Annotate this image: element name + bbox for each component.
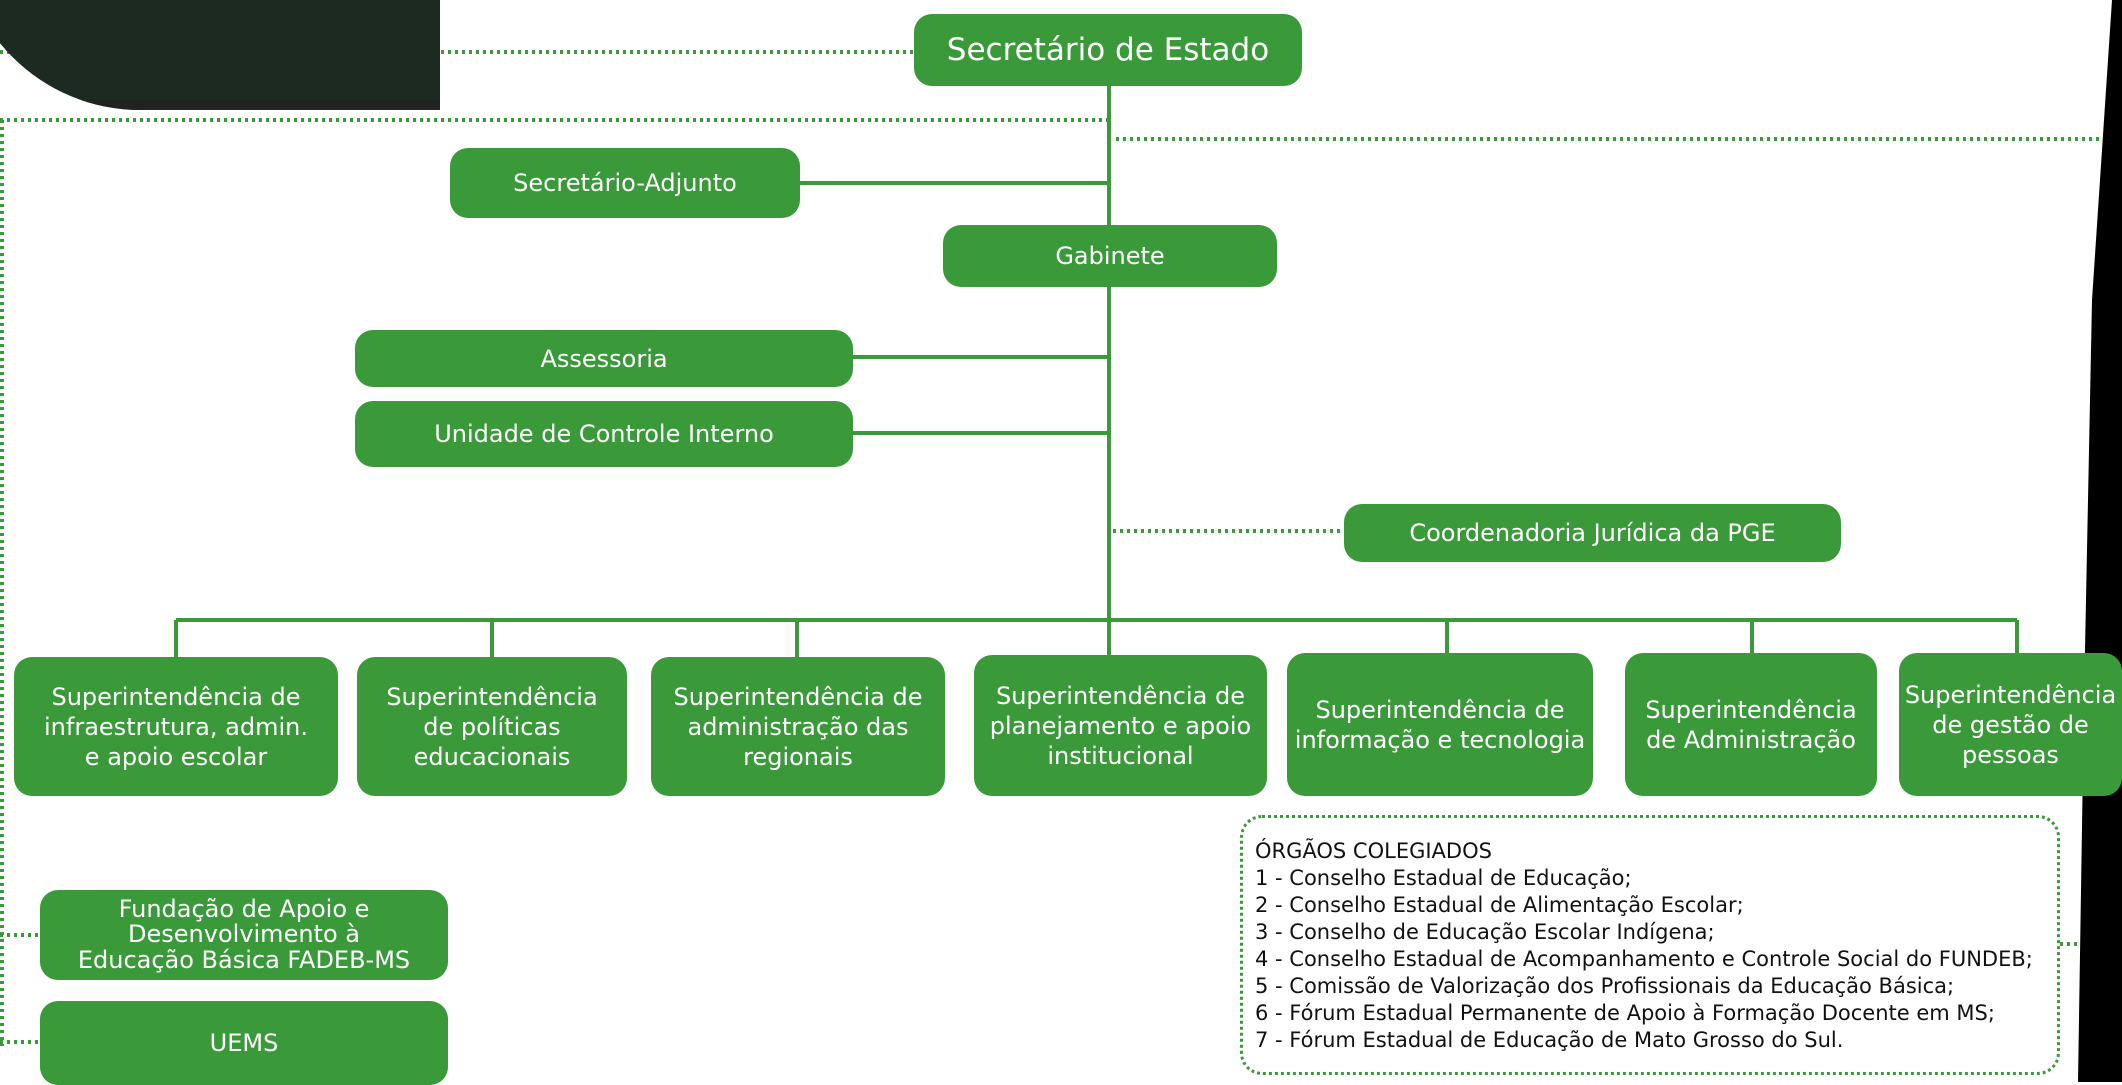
coordenadoria-juridica-box: Coordenadoria Jurídica da PGE	[1344, 504, 1841, 562]
orgao-item: 1 - Conselho Estadual de Educação;	[1255, 866, 1632, 890]
photo-header-image	[0, 0, 440, 110]
orgao-item: 4 - Conselho Estadual de Acompanhamento …	[1255, 947, 2033, 971]
controle-interno-box: Unidade de Controle Interno	[355, 401, 853, 467]
superintendencia-planejamento-box: Superintendência de planejamento e apoio…	[974, 655, 1267, 796]
orgaos-colegiados-box: ÓRGÃOS COLEGIADOS 1 - Conselho Estadual …	[1240, 815, 2060, 1075]
superintendencia-tecnologia-box: Superintendência de informação e tecnolo…	[1287, 653, 1593, 796]
secretario-adjunto-box: Secretário-Adjunto	[450, 148, 800, 218]
uems-box: UEMS	[40, 1001, 448, 1085]
gabinete-box: Gabinete	[943, 225, 1277, 287]
orgaos-colegiados-title: ÓRGÃOS COLEGIADOS	[1255, 839, 1492, 863]
superintendencia-gestao-pessoas-box: Superintendência de gestão de pessoas	[1899, 653, 2122, 796]
orgao-item: 7 - Fórum Estadual de Educação de Mato G…	[1255, 1028, 1844, 1052]
orgao-item: 2 - Conselho Estadual de Alimentação Esc…	[1255, 893, 1744, 917]
superintendencia-politicas-box: Superintendência de políticas educaciona…	[357, 657, 627, 796]
fadeb-box: Fundação de Apoio e Desenvolvimento à Ed…	[40, 890, 448, 980]
superintendencia-administracao-box: Superintendência de Administração	[1625, 653, 1877, 796]
superintendencia-regionais-box: Superintendência de administração das re…	[651, 657, 945, 796]
orgao-item: 6 - Fórum Estadual Permanente de Apoio à…	[1255, 1001, 1995, 1025]
orgao-item: 5 - Comissão de Valorização dos Profissi…	[1255, 974, 1955, 998]
superintendencia-infraestrutura-box: Superintendência de infraestrutura, admi…	[14, 657, 338, 796]
orgao-item: 3 - Conselho de Educação Escolar Indígen…	[1255, 920, 1715, 944]
assessoria-box: Assessoria	[355, 330, 853, 387]
secretario-de-estado-box: Secretário de Estado	[914, 14, 1302, 86]
